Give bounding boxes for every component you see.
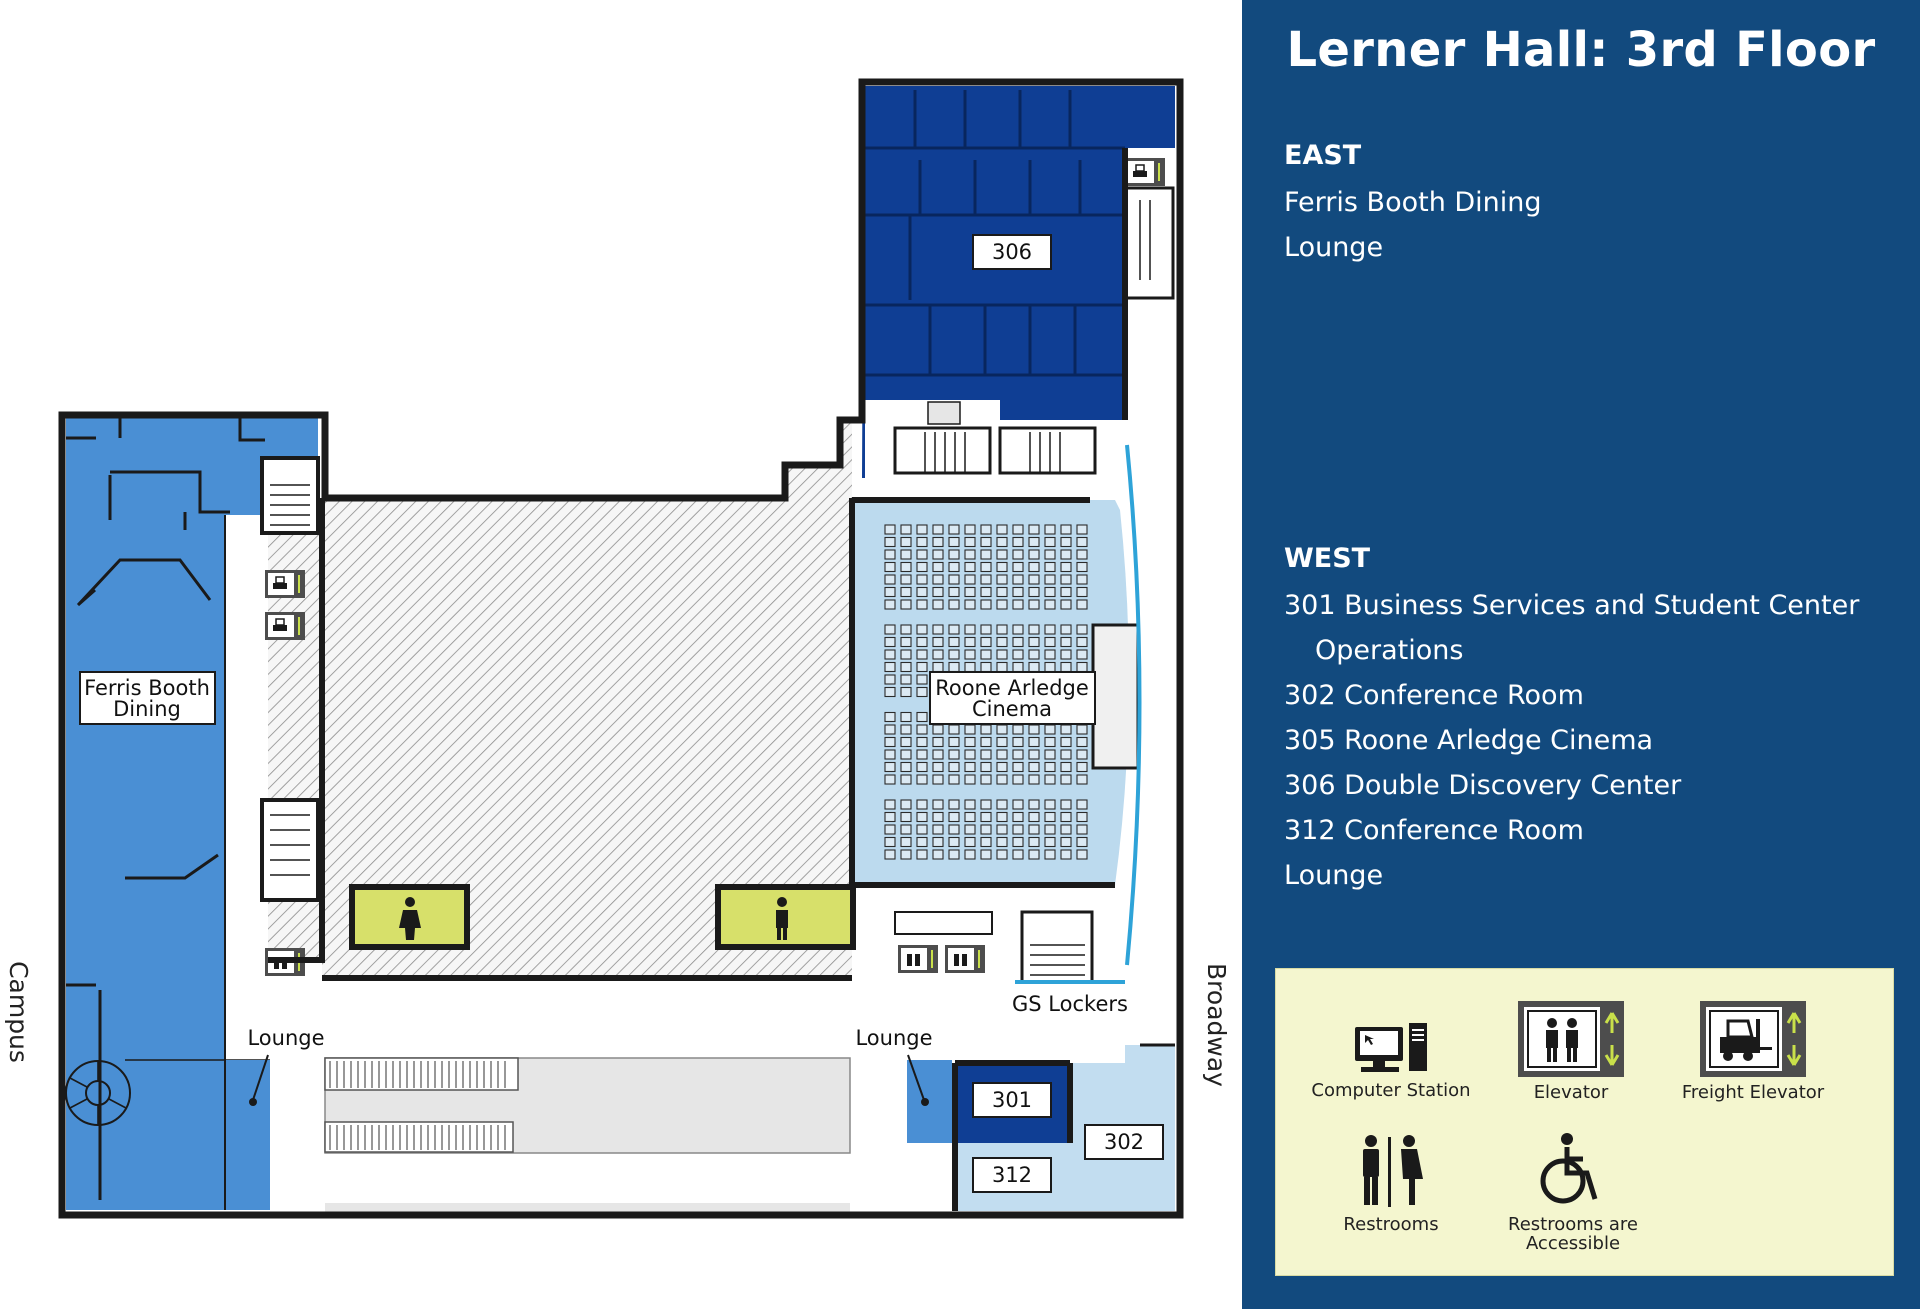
legend-accessible: Restrooms are Accessible	[1488, 1131, 1658, 1253]
west-list-item: 302 Conference Room	[1284, 680, 1584, 711]
east-list-item: Ferris Booth Dining	[1284, 187, 1542, 218]
west-list-item: Operations	[1315, 635, 1464, 666]
freight-elevator-icon	[265, 570, 305, 598]
west-list: 301 Business Services and Student Center…	[1284, 583, 1859, 898]
dining-walls	[66, 418, 265, 1200]
ferris-booth-dining-area	[66, 418, 318, 1210]
restroom-man-icon	[776, 897, 788, 940]
west-list-item: 306 Double Discovery Center	[1284, 770, 1682, 801]
legend-restrooms: Restrooms	[1306, 1131, 1476, 1234]
west-list-item: 301 Business Services and Student Center	[1284, 590, 1860, 621]
svg-text:302: 302	[1104, 1130, 1144, 1154]
legend-elevator: Elevator	[1486, 999, 1656, 1102]
north-stairs	[893, 401, 1097, 475]
room-301-label: 301	[972, 1082, 1052, 1118]
cinema-glass-wall	[1125, 444, 1142, 966]
room-306-area	[862, 86, 1175, 478]
campus-street-label: Campus	[4, 961, 33, 1063]
svg-text:312: 312	[992, 1163, 1032, 1187]
cinema-stage	[1091, 623, 1140, 770]
svg-text:301: 301	[992, 1088, 1032, 1112]
room-312-label: 312	[972, 1157, 1052, 1193]
legend-label: Freight Elevator	[1681, 1082, 1825, 1103]
restrooms-icon	[1363, 1135, 1423, 1207]
svg-text:Lounge: Lounge	[855, 1026, 932, 1050]
elevator-icon	[898, 945, 938, 973]
svg-text:306: 306	[992, 240, 1032, 264]
room-306-walls	[864, 90, 1125, 377]
freight-elevator-icon	[1700, 1001, 1806, 1077]
svg-text:Cinema: Cinema	[972, 697, 1052, 721]
freight-elevator-icon	[265, 612, 305, 640]
page-title: Lerner Hall: 3rd Floor	[1286, 22, 1876, 78]
east-list: Ferris Booth Dining Lounge	[1284, 180, 1542, 270]
atrium-open-area	[268, 420, 852, 978]
svg-text:Ferris Booth: Ferris Booth	[84, 676, 210, 700]
legend-label: Restrooms are Accessible	[1508, 1214, 1638, 1254]
room-306-label: 306	[972, 234, 1052, 270]
roone-arledge-cinema-label: Roone Arledge Cinema	[929, 671, 1096, 725]
lounge-west-area	[225, 1060, 270, 1210]
west-list-item: 305 Roone Arledge Cinema	[1284, 725, 1654, 756]
ferris-booth-dining-label: Ferris Booth Dining	[79, 671, 216, 725]
computer-station-icon	[1355, 1023, 1427, 1072]
east-stairs	[894, 186, 1175, 984]
west-list-item: Lounge	[1284, 860, 1384, 891]
lounge-west-label: Lounge	[247, 1026, 325, 1106]
gs-lockers-label: GS Lockers	[1012, 992, 1128, 1016]
east-heading: EAST	[1284, 140, 1362, 171]
elevator-icon	[1518, 1001, 1624, 1077]
west-core	[260, 456, 320, 902]
svg-text:Dining: Dining	[113, 697, 181, 721]
lounge-east-label: Lounge	[855, 1026, 933, 1106]
floor-plan-map: Ferris Booth Dining Roone Arledge Cinema…	[4, 78, 1231, 1219]
legend-label: Computer Station	[1311, 1080, 1471, 1101]
cinema-seats	[884, 524, 1088, 860]
map-legend: Computer Station Elevator	[1275, 968, 1894, 1276]
legend-freight-elevator: Freight Elevator	[1668, 999, 1838, 1102]
escalators	[324, 1057, 851, 1154]
room-302-label: 302	[1084, 1124, 1164, 1160]
accessible-icon	[1540, 1133, 1598, 1204]
west-heading: WEST	[1284, 543, 1371, 574]
freight-elevator-icon	[1125, 158, 1165, 186]
interior-walls	[224, 148, 1175, 1211]
broadway-street-label: Broadway	[1202, 963, 1231, 1087]
legend-computer-station: Computer Station	[1306, 1019, 1476, 1100]
restroom-woman-icon	[399, 897, 421, 940]
svg-text:Roone Arledge: Roone Arledge	[935, 676, 1089, 700]
legend-label: Elevator	[1533, 1082, 1609, 1103]
legend-label: Restrooms	[1343, 1214, 1439, 1235]
svg-text:Lounge: Lounge	[247, 1026, 324, 1050]
east-list-item: Lounge	[1284, 232, 1384, 263]
elevator-icon	[945, 945, 985, 973]
west-list-item: 312 Conference Room	[1284, 815, 1584, 846]
